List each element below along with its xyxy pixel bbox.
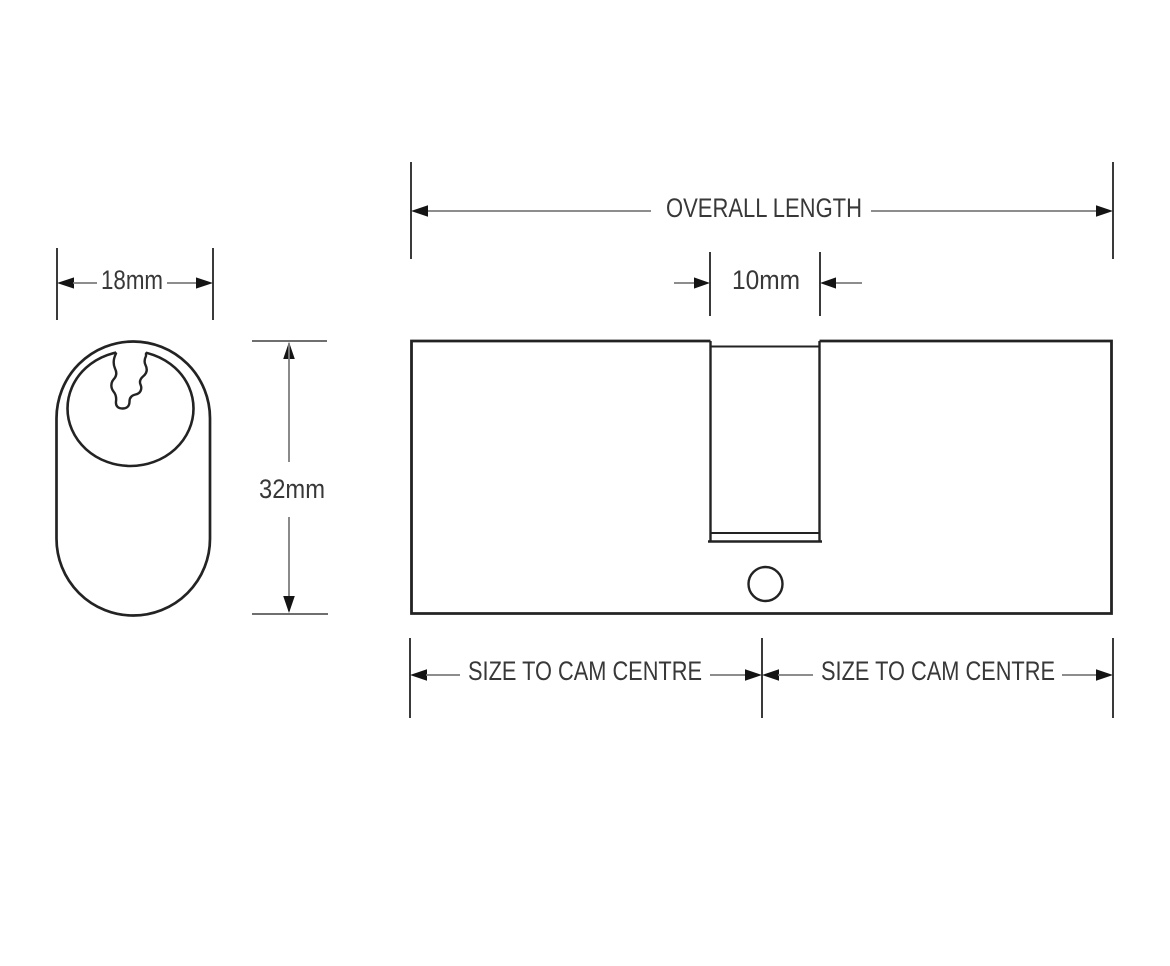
oval-profile-outline [55, 340, 212, 617]
cylinder-end-view [55, 340, 212, 617]
cylinder-side-view [410, 339, 1113, 615]
arrowhead [694, 277, 710, 289]
dimension-size-to-cam-right: SIZE TO CAM CENTRE [762, 638, 1114, 718]
arrowhead [410, 669, 427, 681]
body-width-label: 18mm [101, 265, 163, 295]
arrowhead [1096, 205, 1113, 217]
cylinder-body-outline [410, 339, 1113, 615]
dimension-body-height: 32mm [252, 340, 328, 615]
arrowhead [411, 205, 428, 217]
dimension-body-width: 18mm [56, 248, 214, 320]
body-height-label: 32mm [259, 474, 325, 504]
arrowhead [57, 277, 74, 289]
arrowhead [196, 277, 213, 289]
arrowhead [762, 669, 779, 681]
dimension-size-to-cam-left: SIZE TO CAM CENTRE [409, 638, 763, 718]
arrowhead [820, 277, 836, 289]
cam-slot-width-label: 10mm [732, 265, 800, 295]
cam-fixing-hole [747, 565, 784, 603]
arrowhead [745, 669, 762, 681]
arrowhead [283, 596, 295, 613]
size-to-cam-right-label: SIZE TO CAM CENTRE [821, 656, 1055, 686]
cam-slot [708, 341, 822, 543]
dimension-overall-length: OVERALL LENGTH [410, 162, 1114, 259]
overall-length-label: OVERALL LENGTH [666, 193, 862, 223]
arrowhead [1096, 669, 1113, 681]
keyway-outline [110, 352, 148, 410]
dimension-cam-slot-width: 10mm [674, 252, 862, 316]
size-to-cam-left-label: SIZE TO CAM CENTRE [468, 656, 702, 686]
